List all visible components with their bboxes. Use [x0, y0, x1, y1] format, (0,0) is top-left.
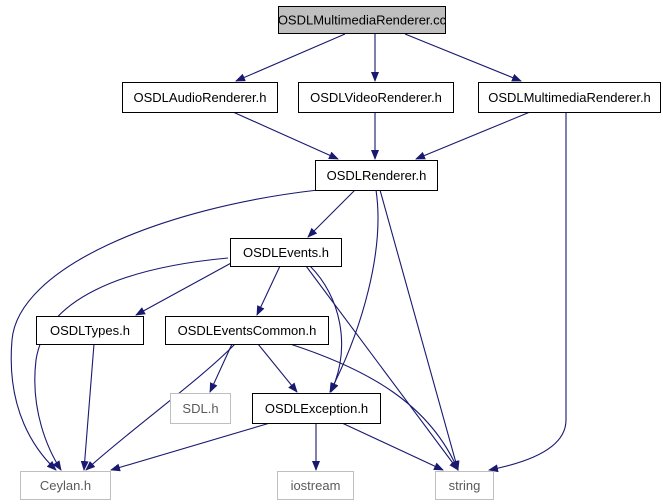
- edge-events-to-types: [135, 261, 234, 316]
- node-label-sdl: SDL.h: [182, 401, 218, 416]
- node-box-ceylan: [20, 471, 111, 500]
- node-box-renderer: [315, 160, 438, 191]
- edge-exception-to-string: [341, 422, 444, 471]
- edge-events-to-evcommon: [256, 265, 281, 316]
- node-box-audio: [122, 82, 278, 113]
- node-label-mmr: OSDLMultimediaRenderer.h: [488, 90, 651, 105]
- node-box-video: [298, 82, 454, 113]
- edge-renderer-to-ceylan: [10, 189, 319, 471]
- node-box-string: [435, 471, 494, 500]
- node-video[interactable]: OSDLVideoRenderer.h: [298, 82, 454, 113]
- node-label-iostream: iostream: [291, 478, 341, 493]
- node-box-evcommon: [165, 316, 329, 345]
- edge-exception-to-ceylan: [110, 422, 271, 472]
- node-label-types: OSDLTypes.h: [50, 323, 130, 338]
- nodes-layer: OSDLMultimediaRenderer.ccOSDLAudioRender…: [20, 6, 661, 500]
- node-events[interactable]: OSDLEvents.h: [230, 238, 342, 267]
- edge-events-to-string: [305, 265, 459, 471]
- node-renderer[interactable]: OSDLRenderer.h: [315, 160, 438, 191]
- node-iostream: iostream: [277, 471, 354, 500]
- edge-events-to-exception: [309, 265, 342, 393]
- edge-events-to-ceylan: [34, 257, 229, 471]
- edge-audio-to-renderer: [232, 111, 339, 160]
- edge-mmr-to-renderer: [415, 111, 531, 160]
- edge-renderer-to-events: [307, 189, 356, 238]
- node-label-evcommon: OSDLEventsCommon.h: [178, 323, 317, 338]
- node-label-exception: OSDLException.h: [265, 401, 368, 416]
- node-label-events: OSDLEvents.h: [243, 245, 329, 260]
- edge-root-to-audio: [235, 33, 346, 82]
- node-exception[interactable]: OSDLException.h: [252, 393, 381, 424]
- edge-renderer-to-string: [379, 189, 460, 471]
- edge-evcommon-to-string: [289, 343, 459, 471]
- edge-root-to-mmr: [404, 33, 522, 82]
- node-box-events: [230, 238, 342, 267]
- node-box-mmr: [478, 82, 661, 113]
- node-sdl: SDL.h: [170, 393, 231, 424]
- node-label-renderer: OSDLRenderer.h: [327, 168, 427, 183]
- node-ceylan: Ceylan.h: [20, 471, 111, 500]
- node-box-root: [278, 6, 446, 34]
- edge-renderer-to-exception: [329, 189, 379, 393]
- node-types[interactable]: OSDLTypes.h: [36, 316, 144, 345]
- node-label-ceylan: Ceylan.h: [40, 478, 91, 493]
- node-string: string: [435, 471, 494, 500]
- node-label-video: OSDLVideoRenderer.h: [310, 90, 442, 105]
- node-mmr[interactable]: OSDLMultimediaRenderer.h: [478, 82, 661, 113]
- node-box-sdl: [170, 393, 231, 424]
- node-audio[interactable]: OSDLAudioRenderer.h: [122, 82, 278, 113]
- node-evcommon[interactable]: OSDLEventsCommon.h: [165, 316, 329, 345]
- node-label-string: string: [449, 478, 481, 493]
- edge-evcommon-to-ceylan: [85, 343, 236, 471]
- edge-evcommon-to-sdl: [209, 343, 233, 393]
- edge-mmr-to-string: [488, 112, 567, 473]
- node-label-root: OSDLMultimediaRenderer.cc: [278, 13, 447, 28]
- node-box-exception: [252, 393, 381, 424]
- node-box-types: [36, 316, 144, 345]
- edge-evcommon-to-exception: [257, 343, 298, 393]
- node-box-iostream: [277, 471, 354, 500]
- node-root[interactable]: OSDLMultimediaRenderer.cc: [278, 6, 447, 34]
- node-label-audio: OSDLAudioRenderer.h: [134, 90, 267, 105]
- edge-types-to-ceylan: [80, 343, 95, 471]
